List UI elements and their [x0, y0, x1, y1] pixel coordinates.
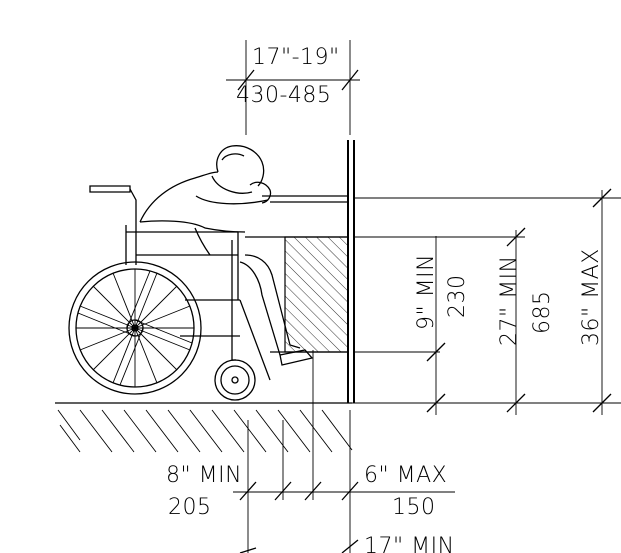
knee-height-in-label: 27" MIN: [497, 255, 522, 346]
toe-clearance-in-label: 8" MIN: [166, 463, 242, 488]
apron-max-in-label: 6" MAX: [364, 463, 447, 488]
toe-height-in-label: 9" MIN: [414, 254, 439, 330]
spout-height-mm-label: 865: [610, 291, 621, 335]
bottom-in-label: 17" MIN: [364, 534, 455, 553]
person-drinking: [139, 145, 314, 366]
dimension-lines: [226, 40, 621, 553]
toe-height-mm-label: 230: [445, 275, 470, 319]
knee-height-mm-label: 685: [530, 291, 555, 335]
floor: [55, 402, 621, 453]
drinking-fountain: [245, 195, 349, 353]
wall: [347, 140, 355, 403]
dimension-labels: 17"-19" 430-485 8" MIN 205 6" MAX 150 17…: [166, 45, 621, 553]
wheelchair: [68, 185, 271, 401]
knee-depth-in-label: 17"-19": [252, 45, 340, 70]
apron-max-mm-label: 150: [392, 495, 436, 520]
knee-depth-mm-label: 430-485: [236, 83, 331, 108]
toe-clearance-mm-label: 205: [168, 495, 212, 520]
spout-height-in-label: 36" MAX: [579, 248, 604, 346]
